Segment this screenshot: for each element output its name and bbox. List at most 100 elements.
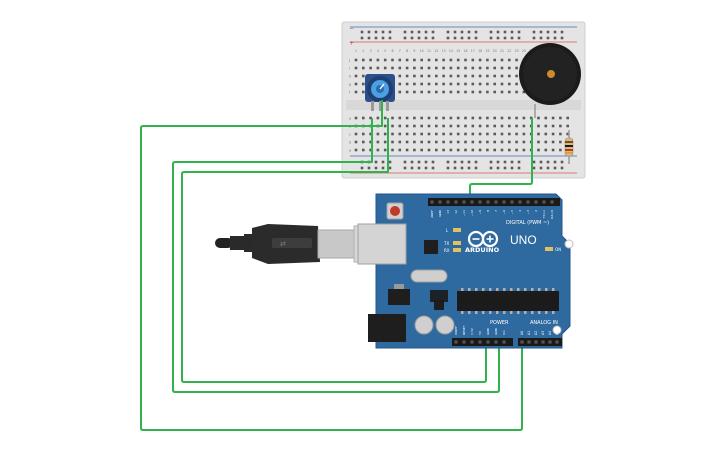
breadboard-hole [354,90,358,94]
breadboard-hole [427,132,431,136]
model-label: UNO [510,233,537,247]
breadboard-hole [442,58,445,62]
breadboard-hole [413,132,416,136]
breadboard-hole [500,74,504,78]
breadboard-hole [442,140,445,144]
breadboard-hole [508,58,511,62]
breadboard-hole [500,58,504,62]
header-pin[interactable] [462,200,466,204]
breadboard-hole [435,90,438,94]
header-pin[interactable] [494,200,498,204]
breadboard-hole [500,140,504,144]
piezo-buzzer-icon[interactable] [519,43,581,118]
wire-pin8-to-buzzer[interactable] [469,118,533,200]
breadboard-hole [456,58,460,62]
breadboard-hole [376,66,380,70]
rail-hole [517,30,521,34]
header-pin[interactable] [534,340,538,344]
header-pin[interactable] [454,340,458,344]
breadboard-hole [522,116,526,120]
header-pin[interactable] [438,200,442,204]
breadboard-hole [354,116,358,120]
header-pin[interactable] [470,340,474,344]
chip-pin [461,311,464,314]
header-pin[interactable] [478,200,482,204]
header-pin[interactable] [541,340,545,344]
breadboard-hole [435,82,438,86]
rail-hole [560,166,564,170]
breadboard-hole [391,58,394,62]
breadboard-hole [464,132,467,136]
breadboard-hole [471,66,475,70]
wire-5v-to-pot[interactable] [172,118,500,393]
header-pin[interactable] [534,200,538,204]
potentiometer-icon[interactable] [365,74,395,111]
breadboard-hole [442,124,445,128]
header-pin[interactable] [470,200,474,204]
header-pin[interactable] [430,200,434,204]
header-pin[interactable] [502,340,506,344]
power-pin-label: Vin [502,330,506,335]
resistor-icon[interactable] [564,130,574,164]
header-pin[interactable] [555,340,559,344]
breadboard-hole [551,124,555,128]
header-pin[interactable] [550,200,554,204]
breadboard-hole [493,124,496,128]
header-pin[interactable] [502,200,506,204]
digital-pin-label: ~6 [502,210,506,215]
column-number: 19 [485,49,489,53]
breadboard-hole [464,82,467,86]
header-pin[interactable] [446,200,450,204]
wire-gnd-to-rail[interactable] [181,118,487,383]
rail-hole [489,36,493,40]
header-pin[interactable] [486,340,490,344]
rail-hole [460,160,464,164]
breadboard-hole [464,116,467,120]
breadboard-hole [362,140,365,144]
header-pin[interactable] [478,340,482,344]
digital-pin-label: 4 [518,210,522,212]
reset-button[interactable] [390,206,400,216]
header-pin[interactable] [526,200,530,204]
breadboard-hole [464,74,467,78]
chip-pin [475,288,478,291]
breadboard-hole [508,82,511,86]
digital-pin-label: 13 [446,210,450,214]
header-pin[interactable] [542,200,546,204]
rail-hole [381,160,385,164]
breadboard-hole [486,148,489,152]
digital-pin-label: ~11 [462,210,466,216]
header-pin[interactable] [548,340,552,344]
breadboard-hole [420,82,423,86]
breadboard-hole [522,132,526,136]
header-pin[interactable] [486,200,490,204]
rail-hole [467,36,471,40]
chip-pin [475,311,478,314]
rail-hole [517,166,521,170]
rail-hole [367,30,371,34]
rail-hole [496,166,500,170]
breadboard-hole [493,140,496,144]
header-pin[interactable] [518,200,522,204]
rail-hole [532,166,536,170]
breadboard-hole [486,90,489,94]
wire-analog-a0-to-pot-wiper[interactable] [140,100,523,431]
header-pin[interactable] [527,340,531,344]
header-pin[interactable] [510,200,514,204]
header-pin[interactable] [520,340,524,344]
column-number: 7 [399,49,401,53]
column-number: 10 [420,49,424,53]
breadboard-hole [471,124,475,128]
breadboard-hole [486,140,489,144]
header-pin[interactable] [462,340,466,344]
power-pin-label: GND [486,327,490,335]
breadboard-hole [486,116,489,120]
digital-header-pins [430,200,554,204]
chip-pin [496,288,499,291]
breadboard-hole [464,148,467,152]
header-pin[interactable] [454,200,458,204]
header-pin[interactable] [494,340,498,344]
